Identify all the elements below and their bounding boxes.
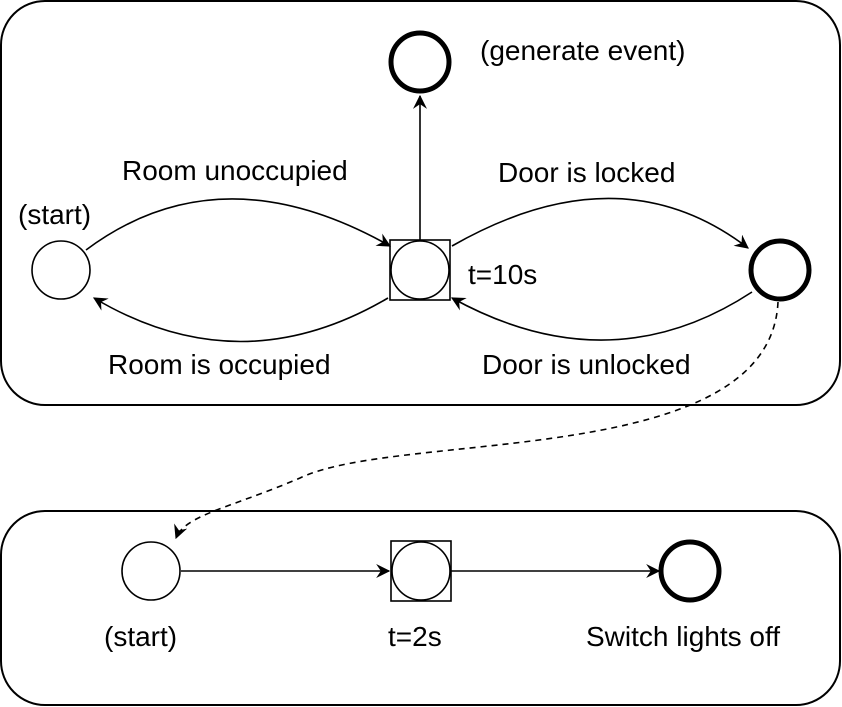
edge-door-is-unlocked	[450, 291, 753, 341]
door-is-unlocked-label: Door is unlocked	[482, 349, 691, 380]
top-start-node	[31, 240, 91, 300]
top-state-container	[0, 0, 841, 406]
top-timer-label: t=10s	[468, 259, 537, 290]
top-start-label: (start)	[18, 199, 91, 230]
top-timer-box	[389, 239, 451, 301]
generate-event-node	[388, 30, 452, 94]
edge-room-is-occupied	[92, 297, 389, 343]
bottom-start-label: (start)	[104, 621, 177, 652]
bottom-timer-label: t=2s	[388, 621, 442, 652]
room-unoccupied-label: Room unoccupied	[122, 155, 348, 186]
bottom-final-node	[658, 539, 722, 603]
edge-dashed-link	[174, 301, 779, 540]
generate-event-label: (generate event)	[480, 35, 685, 66]
edge-door-is-locked	[451, 197, 749, 249]
top-timer-node	[390, 240, 450, 300]
switch-lights-off-label: Switch lights off	[586, 621, 780, 652]
top-final-node	[748, 238, 812, 302]
edge-room-unoccupied	[85, 198, 392, 251]
door-is-locked-label: Door is locked	[498, 157, 675, 188]
bottom-state-container	[0, 510, 841, 706]
bottom-timer-box	[390, 540, 452, 602]
bottom-start-node	[121, 541, 181, 601]
room-is-occupied-label: Room is occupied	[108, 349, 331, 380]
bottom-timer-node	[391, 541, 451, 601]
